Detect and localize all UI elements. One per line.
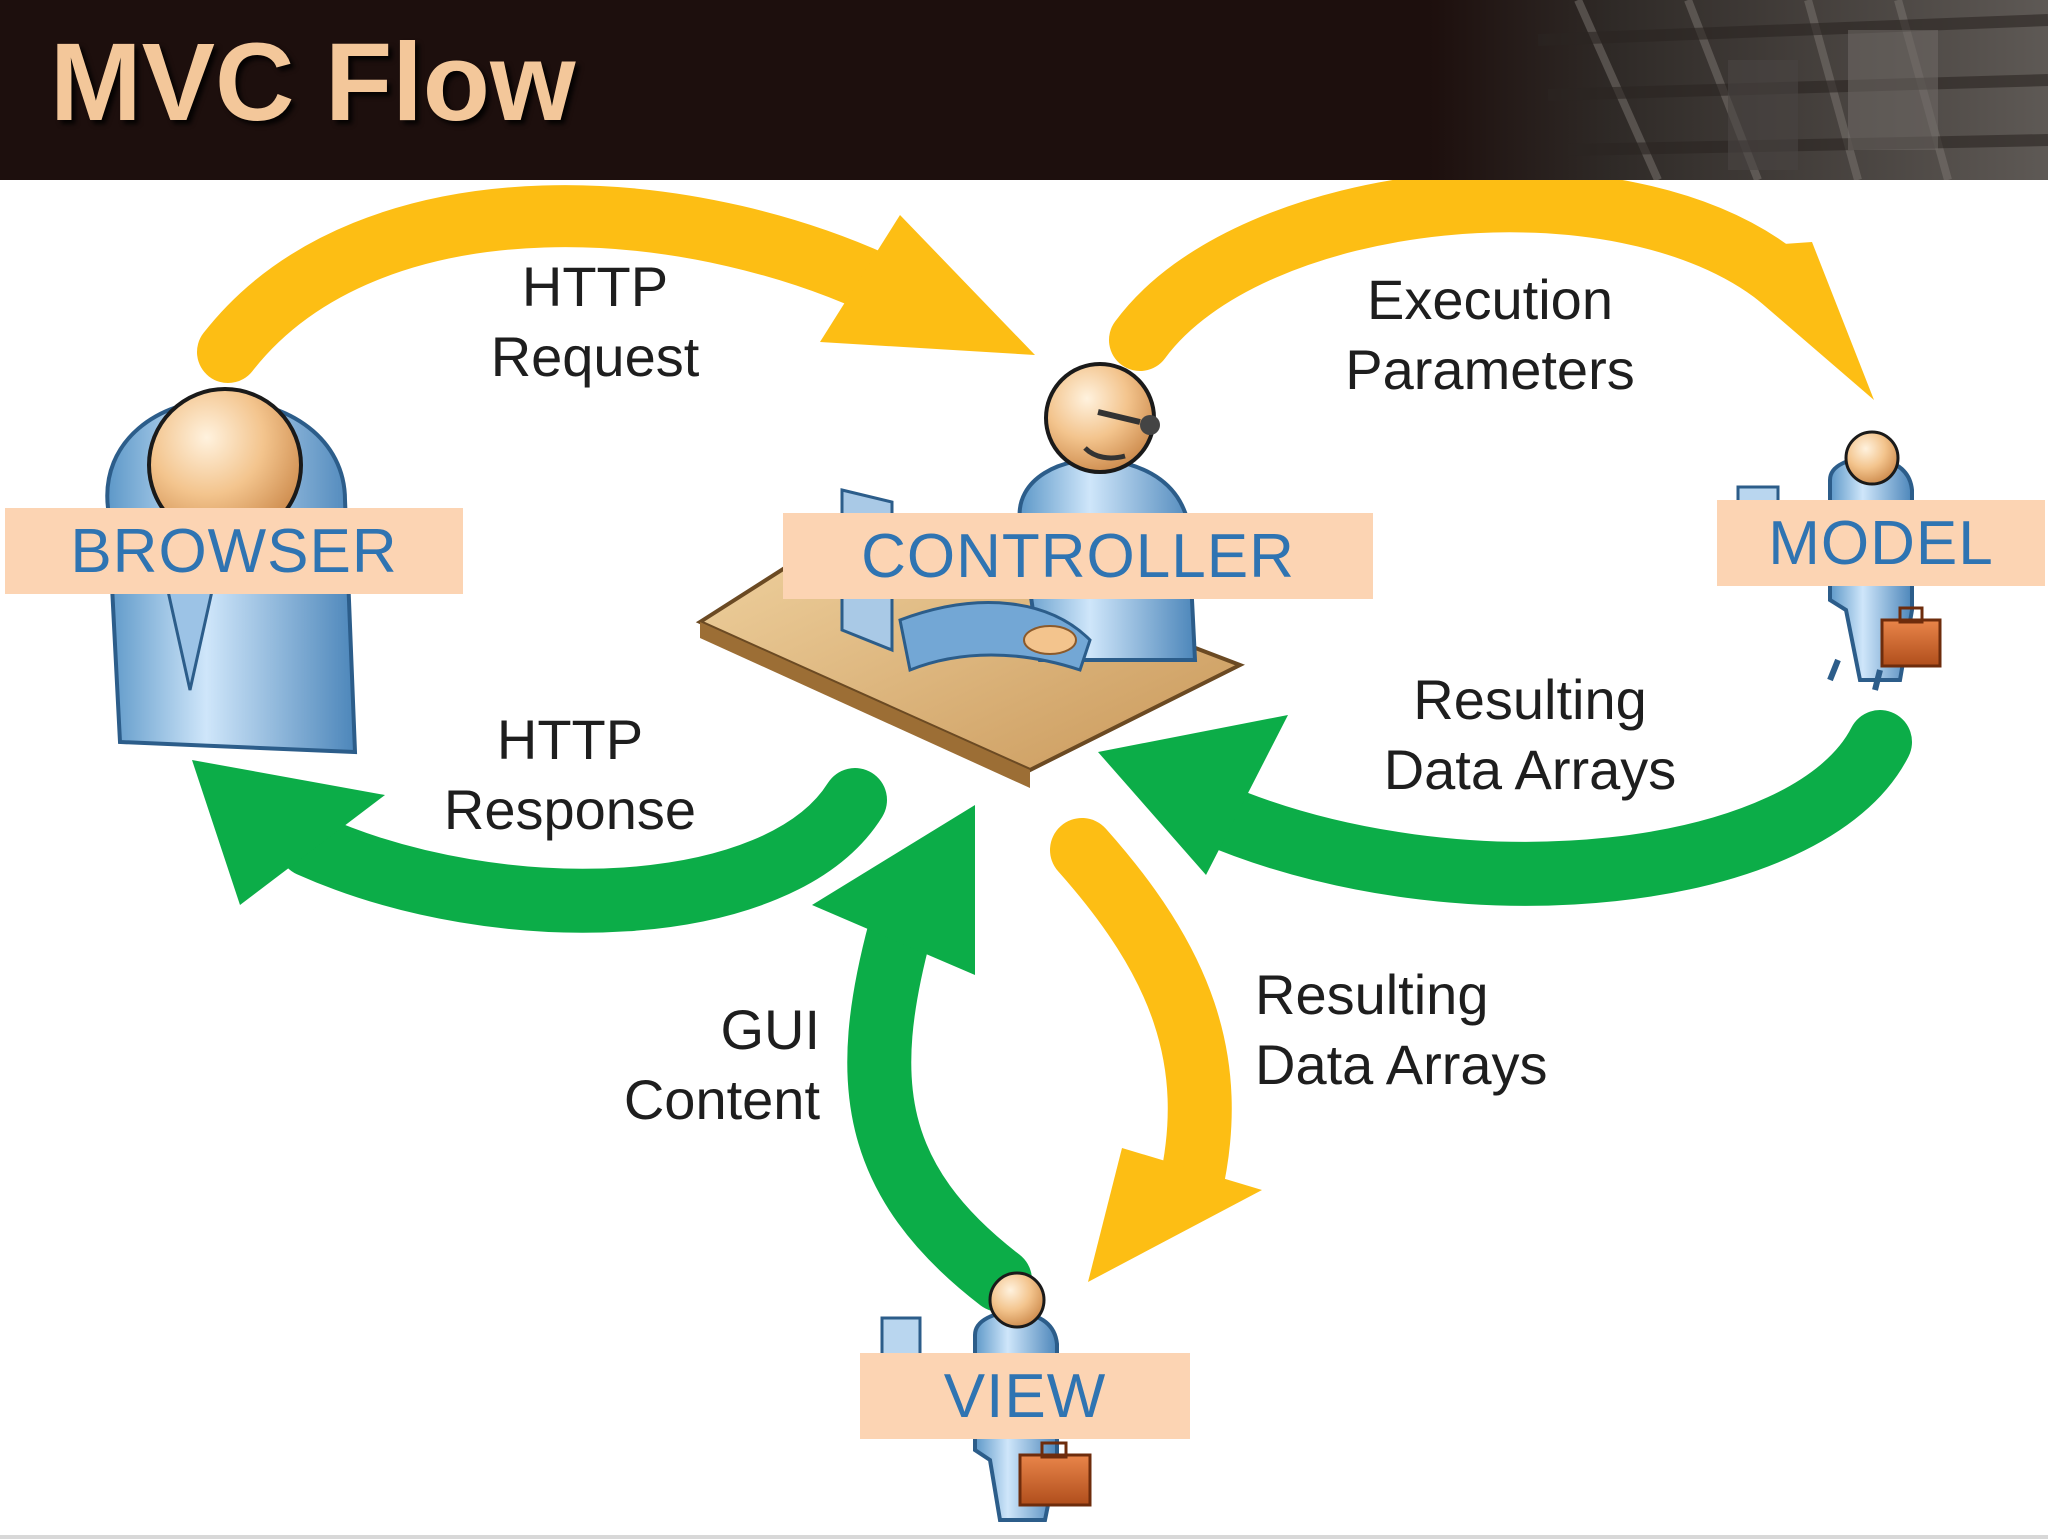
slide-title: MVC Flow [50, 21, 576, 144]
http-request-label: HTTP Request [490, 255, 700, 388]
view-results-arrow [1050, 818, 1262, 1282]
execution-parameters-label: Execution Parameters [1345, 268, 1635, 401]
gui-content-arrow [812, 805, 1032, 1312]
mvc-flow-diagram: BROWSER CONTROLLER MODEL VIEW HTTP Reque… [0, 180, 2048, 1539]
controller-label: CONTROLLER [783, 513, 1373, 599]
model-results-label: Resulting Data Arrays [1383, 668, 1677, 801]
gui-content-label: GUI Content [623, 998, 820, 1131]
execution-parameters-arrow [1109, 180, 1874, 400]
model-label: MODEL [1717, 500, 2045, 586]
model-results-arrow [1098, 710, 1912, 906]
http-response-arrow [192, 760, 887, 933]
browser-label: BROWSER [5, 508, 463, 594]
footer-rule [0, 1535, 2048, 1539]
http-response-label: HTTP Response [443, 708, 697, 841]
http-request-arrow [197, 185, 1035, 383]
view-label: VIEW [860, 1353, 1190, 1439]
header-photo [1428, 0, 2048, 180]
slide-header: MVC Flow [0, 0, 2048, 180]
view-results-label: Resulting Data Arrays [1255, 963, 1548, 1096]
